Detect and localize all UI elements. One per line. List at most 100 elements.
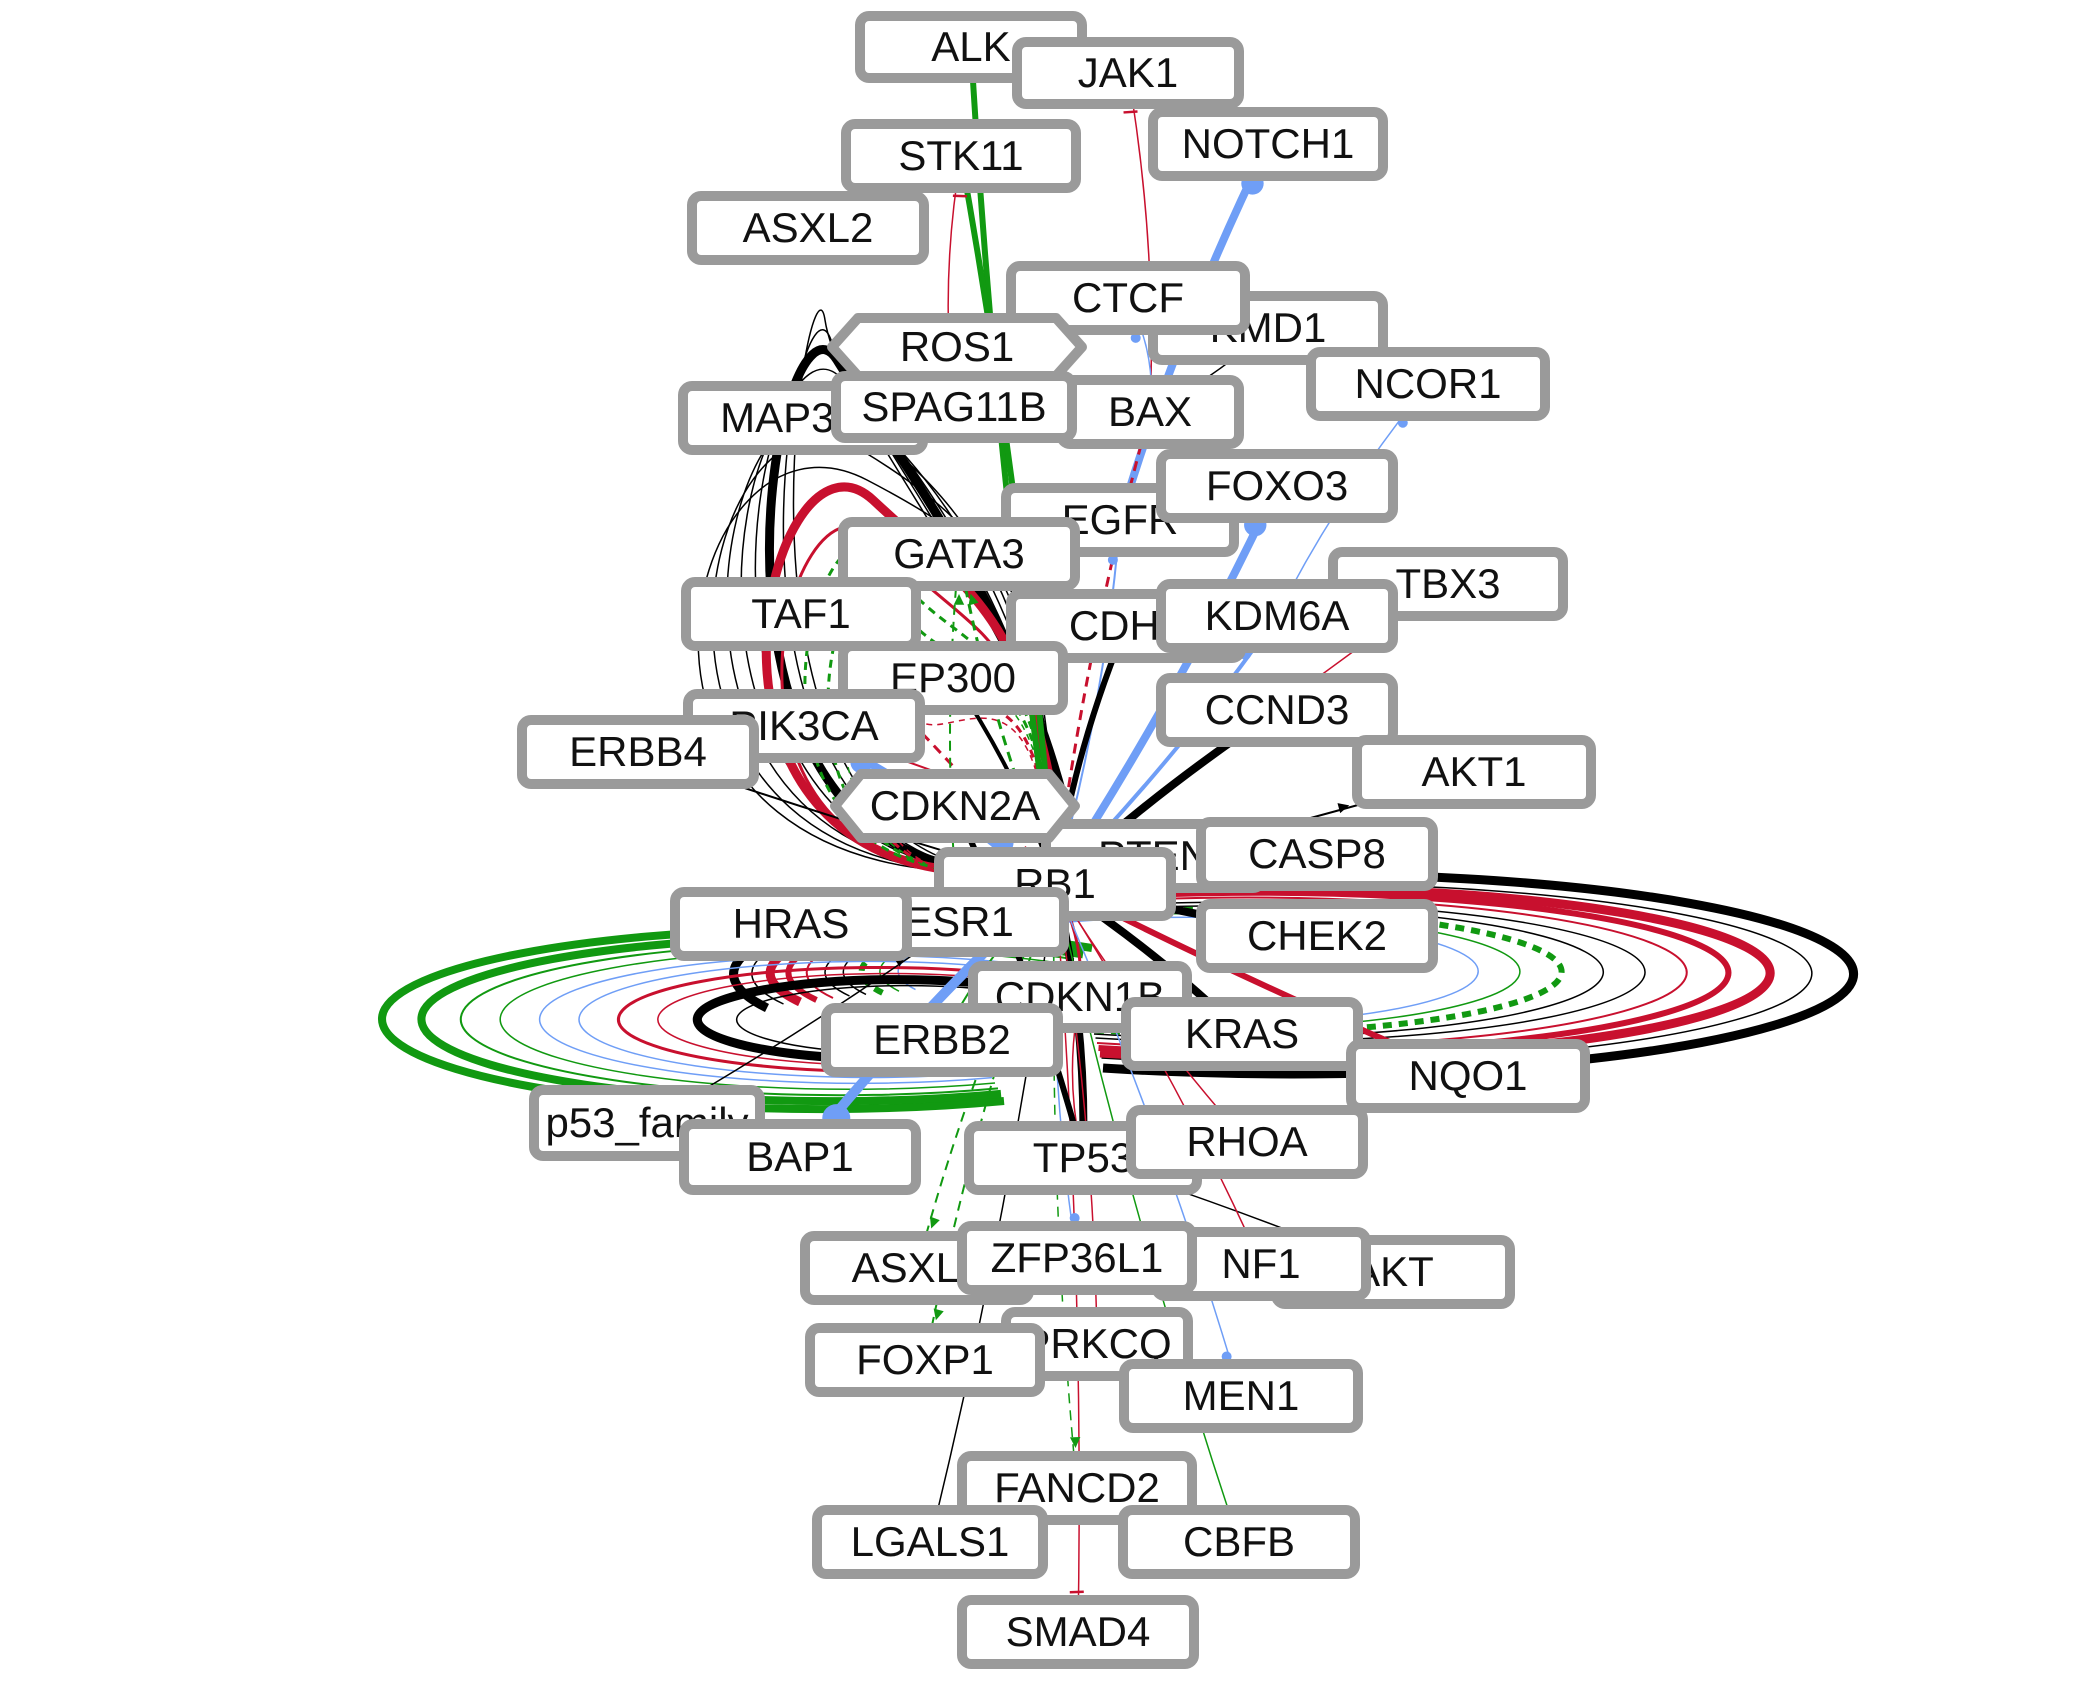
node-SPAG11B[interactable]: SPAG11B [831,371,1077,443]
node-label: BAP1 [746,1133,853,1180]
node-HRAS[interactable]: HRAS [670,887,912,961]
edge-end-arrow [953,594,965,605]
node-label: TAF1 [751,590,851,637]
node-label: NF1 [1221,1240,1300,1287]
node-NCOR1[interactable]: NCOR1 [1306,347,1550,421]
edge-JAK1-BAX [1127,72,1153,413]
node-AKT1[interactable]: AKT1 [1352,735,1596,809]
node-ZFP36L1[interactable]: ZFP36L1 [957,1221,1197,1295]
node-shape-rect [1148,107,1388,181]
node-shape-rect [957,1221,1197,1295]
node-BAX[interactable]: BAX [1056,375,1244,449]
node-shape-rect [1156,673,1398,747]
node-shape-rect [821,1003,1063,1077]
node-label: FOXP1 [856,1336,994,1383]
node-STK11[interactable]: STK11 [841,119,1081,193]
node-label: NQO1 [1408,1052,1527,1099]
node-shape-rect [670,887,912,961]
node-ROS1[interactable]: ROS1 [827,313,1087,381]
node-NOTCH1[interactable]: NOTCH1 [1148,107,1388,181]
edge-end-circle [1107,554,1118,565]
node-LGALS1[interactable]: LGALS1 [812,1505,1048,1579]
node-JAK1[interactable]: JAK1 [1012,37,1244,109]
node-ASXL2[interactable]: ASXL2 [687,191,929,265]
node-label: AKT1 [1421,748,1526,795]
node-CBFB[interactable]: CBFB [1118,1505,1360,1579]
node-shape-rect [687,191,929,265]
node-CHEK2[interactable]: CHEK2 [1196,899,1438,973]
node-label: BAX [1108,388,1192,435]
node-ERBB4[interactable]: ERBB4 [517,715,759,789]
node-RB1[interactable]: RB1 [934,847,1176,921]
node-CASP8[interactable]: CASP8 [1196,817,1438,891]
edge-NF1-RB1 [1054,883,1262,1265]
node-SMAD4[interactable]: SMAD4 [957,1595,1199,1669]
node-shape-rect [957,1451,1197,1525]
node-label: ALK [931,23,1010,70]
node-CDKN2A[interactable]: CDKN2A [830,769,1080,843]
node-FANCD2[interactable]: FANCD2 [957,1451,1197,1525]
node-label: CBFB [1183,1518,1295,1565]
node-label: CHEK2 [1247,912,1387,959]
node-KDM6A[interactable]: KDM6A [1156,579,1398,653]
node-shape-rect [1346,1039,1590,1113]
edge-end-circle [1069,1213,1080,1224]
node-label: SMAD4 [1006,1608,1151,1655]
node-shape-rect [1126,1105,1368,1179]
node-label: ASXL2 [743,204,874,251]
edge-end-arrow [1337,803,1350,814]
self-loop-edge [764,345,1076,877]
edge-end-circle [1221,1351,1232,1362]
node-label: ERBB2 [873,1016,1011,1063]
node-TAF1[interactable]: TAF1 [681,577,921,651]
node-label: GATA3 [893,530,1024,577]
node-shape-rect [1118,1505,1360,1579]
node-shape-rect [1121,997,1363,1071]
node-shape-rect [681,577,921,651]
node-label: CTCF [1072,274,1184,321]
node-CCND3[interactable]: CCND3 [1156,673,1398,747]
node-FOXO3[interactable]: FOXO3 [1156,449,1398,523]
node-GATA3[interactable]: GATA3 [838,517,1080,591]
edge-end-circle [1130,332,1141,343]
node-label: LGALS1 [851,1518,1010,1565]
node-layer: ALKJAK1NOTCH1STK11ASXL2KMD1CTCFROS1NCOR1… [517,11,1596,1669]
node-ERBB2[interactable]: ERBB2 [821,1003,1063,1077]
node-label: CASP8 [1248,830,1386,877]
node-CTCF[interactable]: CTCF [1006,261,1250,335]
node-label: HRAS [733,900,850,947]
edge-end-arrow [1069,1437,1081,1449]
node-shape-rect [679,1119,921,1195]
node-label: RHOA [1186,1118,1307,1165]
node-shape-rect [812,1505,1048,1579]
node-BAP1[interactable]: BAP1 [679,1119,921,1195]
node-shape-rect [831,371,1077,443]
node-label: FOXO3 [1206,462,1348,509]
self-loop-edge [578,960,1048,1079]
node-label: CCND3 [1205,686,1350,733]
edge-end-arrow [933,1308,944,1321]
node-RHOA[interactable]: RHOA [1126,1105,1368,1179]
node-label: TP53 [1033,1134,1133,1181]
node-shape-rect [1006,261,1250,335]
node-shape-rect [838,517,1080,591]
node-label: NOTCH1 [1182,120,1355,167]
node-shape-rect [841,119,1081,193]
edge-end-arrow [929,1216,940,1229]
node-FOXP1[interactable]: FOXP1 [805,1323,1045,1397]
node-label: SPAG11B [861,383,1046,430]
node-shape-rect [1196,817,1438,891]
node-NQO1[interactable]: NQO1 [1346,1039,1590,1113]
node-label: CDKN2A [870,782,1040,829]
node-KRAS[interactable]: KRAS [1121,997,1363,1071]
self-loop-edge [858,906,1565,1037]
node-label: STK11 [898,132,1023,179]
node-MEN1[interactable]: MEN1 [1119,1359,1363,1433]
node-label: JAK1 [1078,49,1178,96]
edge-end-bar [1123,110,1138,114]
node-shape-rect [1196,899,1438,973]
node-shape-rect [1012,37,1244,109]
node-label: KRAS [1185,1010,1299,1057]
